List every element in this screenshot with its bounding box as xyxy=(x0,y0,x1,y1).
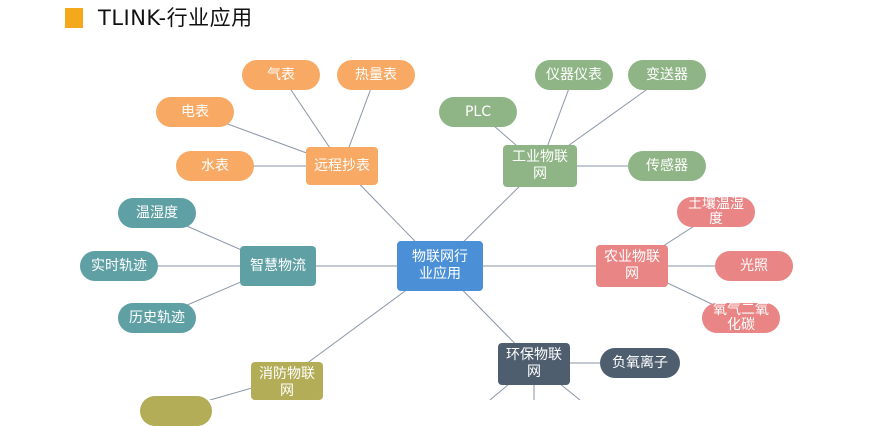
hub-env-iot: 环保物联网 xyxy=(498,343,570,385)
hub-smart-logistics: 智慧物流 xyxy=(240,246,316,286)
center-label: 物联网行业应用 xyxy=(412,249,468,282)
leaf-realtime-track: 实时轨迹 xyxy=(80,251,158,281)
leaf-plc-label: PLC xyxy=(464,103,492,120)
leaf-co2: 氧气二氧化碳 xyxy=(702,303,780,333)
leaf-electric-meter-label: 电表 xyxy=(181,103,209,120)
leaf-gas-meter: 气表 xyxy=(242,60,320,90)
hub-industrial-iot: 工业物联网 xyxy=(503,145,577,187)
hub-industrial-iot-label: 工业物联网 xyxy=(512,149,568,182)
leaf-fire-partial xyxy=(140,396,212,426)
leaf-heat-meter: 热量表 xyxy=(337,60,415,90)
leaf-history-track-label: 历史轨迹 xyxy=(129,309,185,326)
leaf-soil-temp-humidity: 土壤温湿度 xyxy=(677,197,755,227)
leaf-temp-humidity: 温湿度 xyxy=(118,198,196,228)
hub-env-iot-label: 环保物联网 xyxy=(506,347,562,380)
hub-fire-iot-label: 消防物联网 xyxy=(259,366,315,399)
hub-agri-iot-label: 农业物联网 xyxy=(604,249,660,282)
leaf-gas-meter-label: 气表 xyxy=(267,66,295,83)
leaf-heat-meter-label: 热量表 xyxy=(355,66,397,83)
leaf-instruments-label: 仪器仪表 xyxy=(546,66,602,83)
leaf-transmitter: 变送器 xyxy=(628,60,706,90)
leaf-transmitter-label: 变送器 xyxy=(646,66,688,83)
leaf-co2-label: 氧气二氧化碳 xyxy=(713,303,769,333)
hub-remote-meter-label: 远程抄表 xyxy=(314,157,370,174)
title-marker xyxy=(65,8,83,28)
leaf-water-meter-label: 水表 xyxy=(201,157,229,174)
leaf-soil-temp-humidity-label: 土壤温湿度 xyxy=(688,197,744,227)
leaf-instruments: 仪器仪表 xyxy=(535,60,613,90)
leaf-electric-meter: 电表 xyxy=(156,97,234,127)
leaf-plc: PLC xyxy=(439,97,517,127)
leaf-sensor: 传感器 xyxy=(628,151,706,181)
leaf-light-label: 光照 xyxy=(740,257,768,274)
leaf-realtime-track-label: 实时轨迹 xyxy=(91,257,147,274)
leaf-temp-humidity-label: 温湿度 xyxy=(136,204,178,221)
leaf-water-meter: 水表 xyxy=(176,151,254,181)
leaf-negative-ion: 负氧离子 xyxy=(600,348,680,378)
center-node: 物联网行业应用 xyxy=(397,241,483,291)
leaf-negative-ion-label: 负氧离子 xyxy=(612,354,668,371)
hub-smart-logistics-label: 智慧物流 xyxy=(250,257,306,274)
leaf-history-track: 历史轨迹 xyxy=(118,303,196,333)
hub-fire-iot: 消防物联网 xyxy=(251,362,323,400)
leaf-sensor-label: 传感器 xyxy=(646,157,688,174)
leaf-light: 光照 xyxy=(715,251,793,281)
hub-agri-iot: 农业物联网 xyxy=(596,245,668,287)
hub-remote-meter: 远程抄表 xyxy=(306,147,378,185)
page-title: TLINK-行业应用 xyxy=(98,6,253,30)
